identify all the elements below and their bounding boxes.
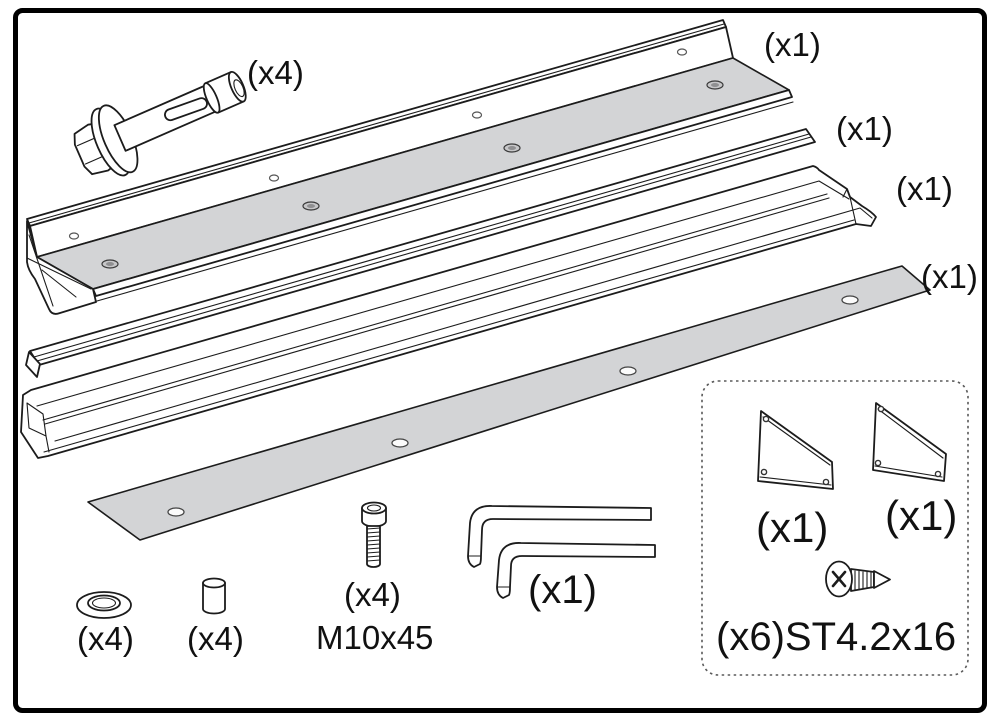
cap-hole xyxy=(822,478,830,486)
wall-rail-illustration xyxy=(26,19,794,315)
panel-hole xyxy=(619,366,637,376)
panel-hole xyxy=(167,507,185,517)
bolt-expansion-slot xyxy=(164,97,208,122)
socket-screw-spec-label: M10x45 xyxy=(316,619,433,656)
mount-hole xyxy=(268,174,280,182)
end-cap-right-illustration xyxy=(872,402,947,482)
back-panel-illustration xyxy=(87,265,931,541)
phillips-cross-icon xyxy=(831,570,847,588)
washer-qty-label: (x4) xyxy=(77,620,134,657)
mount-hole xyxy=(676,48,688,56)
socket-screw-illustration xyxy=(361,501,387,568)
mount-hole xyxy=(471,111,483,119)
end-cap-left-body xyxy=(757,410,834,490)
tapping-screw-illustration xyxy=(825,560,891,598)
cap-hole xyxy=(934,470,942,478)
tapping-screw-label: (x6)ST4.2x16 xyxy=(716,615,956,659)
bolt-end-hole xyxy=(233,79,245,98)
tapping-screw-tip xyxy=(873,570,891,589)
spacer-illustration xyxy=(202,577,226,615)
cap-hole xyxy=(762,415,770,423)
bottom-rail-body xyxy=(20,165,877,459)
top-strip-illustration xyxy=(25,128,816,378)
anchor-bolt-qty-label: (x4) xyxy=(247,54,304,91)
cap-hole xyxy=(877,405,885,413)
end-cap-left-qty-label: (x1) xyxy=(756,504,828,551)
hex-keys-qty-label: (x1) xyxy=(528,568,597,612)
panel-hole xyxy=(841,295,859,305)
hex-key-large xyxy=(467,505,652,568)
screw-threads xyxy=(366,527,381,562)
back-panel-surface xyxy=(87,265,931,541)
spacer-top xyxy=(202,577,226,589)
bolt-end-face xyxy=(227,70,247,103)
screw-head-top xyxy=(361,501,387,515)
hex-keys-illustration xyxy=(467,505,656,599)
hex-socket xyxy=(366,504,382,512)
end-cap-right-qty-label: (x1) xyxy=(885,492,957,539)
wall-rail-qty-label: (x1) xyxy=(764,26,821,63)
top-strip-end-flange xyxy=(25,351,41,378)
bottom-rail-qty-label: (x1) xyxy=(896,170,953,207)
mount-hole xyxy=(68,232,80,240)
end-cap-right-body xyxy=(872,402,947,482)
tapping-screw-threads xyxy=(854,570,872,591)
spacer-body xyxy=(202,582,226,615)
top-strip-qty-label: (x1) xyxy=(836,110,893,147)
hex-key-small xyxy=(496,542,656,599)
wall-rail-end-gusset xyxy=(26,220,97,315)
shelf-holes xyxy=(101,80,724,269)
cap-hole xyxy=(760,468,768,476)
bottom-rail-illustration xyxy=(20,165,877,459)
anchor-bolt-illustration xyxy=(73,70,247,177)
washer-illustration xyxy=(76,591,132,619)
panel-hole xyxy=(391,438,409,448)
diagram-border xyxy=(13,8,987,713)
end-cap-left-illustration xyxy=(757,410,834,490)
tapping-screw-spec: ST4.2x16 xyxy=(785,615,956,659)
socket-screw-qty-label: (x4) xyxy=(344,576,401,613)
spacer-qty-label: (x4) xyxy=(187,620,244,657)
tapping-screw-qty: (x6) xyxy=(716,615,785,659)
back-panel-qty-label: (x1) xyxy=(921,258,978,295)
cap-hole xyxy=(874,459,882,467)
